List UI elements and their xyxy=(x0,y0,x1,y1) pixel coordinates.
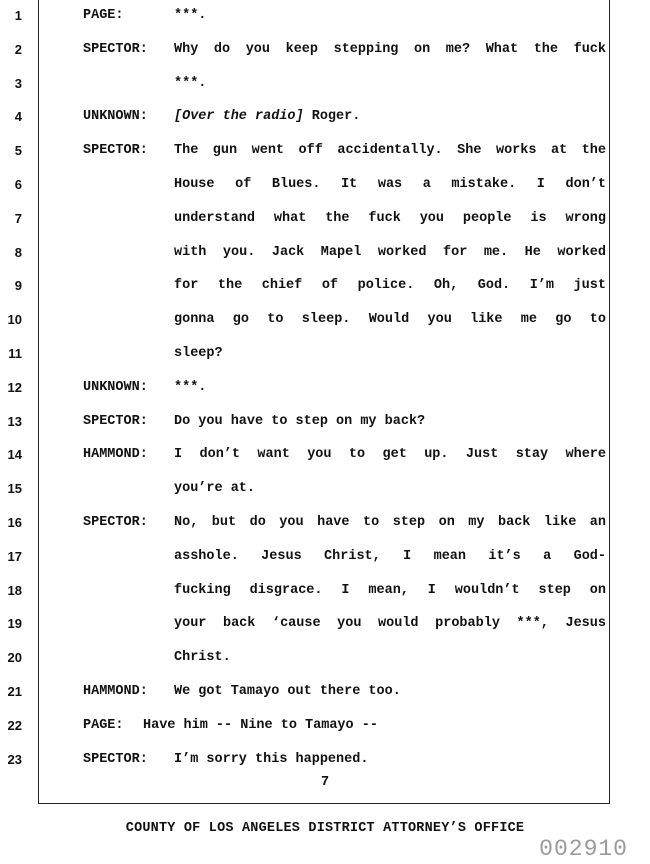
line-number: 17 xyxy=(7,549,22,564)
line-number: 6 xyxy=(14,177,22,192)
dialogue-text: Christ. xyxy=(174,650,231,665)
dialogue-text: No, but do you have to step on my back l… xyxy=(174,515,606,530)
speaker-label: SPECTOR: xyxy=(83,143,148,158)
speaker-label: PAGE: xyxy=(83,8,124,23)
dialogue-text: your back ‘cause you would probably ***,… xyxy=(174,616,606,631)
dialogue-text: fucking disgrace. I mean, I wouldn’t ste… xyxy=(174,583,606,598)
dialogue-text: I don’t want you to get up. Just stay wh… xyxy=(174,447,606,462)
page-number: 7 xyxy=(320,775,330,790)
line-number: 21 xyxy=(7,684,22,699)
line-number: 18 xyxy=(7,583,22,598)
line-number: 16 xyxy=(7,515,22,530)
dialogue-words: Roger. xyxy=(311,109,361,124)
speaker-label: SPECTOR: xyxy=(83,752,148,767)
line-number: 22 xyxy=(7,718,22,733)
footer-office: COUNTY OF LOS ANGELES DISTRICT ATTORNEY’… xyxy=(125,821,525,836)
line-number: 14 xyxy=(7,447,22,462)
stage-direction: [Over the radio] xyxy=(174,109,304,124)
line-number: 12 xyxy=(7,380,22,395)
dialogue-text: you’re at. xyxy=(174,481,256,496)
line-number: 1 xyxy=(14,8,22,23)
line-number: 23 xyxy=(7,752,22,767)
dialogue-text: The gun went off accidentally. She works… xyxy=(174,143,606,158)
dialogue-text: [Over the radio] Roger. xyxy=(174,109,360,125)
dialogue-text: House of Blues. It was a mistake. I don’… xyxy=(174,177,606,192)
bates-stamp: 002910 xyxy=(539,836,628,862)
speaker-label: PAGE: xyxy=(83,718,124,733)
line-number: 4 xyxy=(14,109,22,124)
line-number: 7 xyxy=(14,211,22,226)
line-number: 13 xyxy=(7,414,22,429)
line-number: 2 xyxy=(14,42,22,57)
line-number: 19 xyxy=(7,616,22,631)
line-number: 10 xyxy=(7,312,22,327)
line-number: 3 xyxy=(14,76,22,91)
speaker-label: SPECTOR: xyxy=(83,414,148,429)
dialogue-text: We got Tamayo out there too. xyxy=(174,684,401,699)
dialogue-text: Do you have to step on my back? xyxy=(174,414,426,429)
dialogue-text: sleep? xyxy=(174,346,223,361)
speaker-label: UNKNOWN: xyxy=(83,380,148,395)
dialogue-text: I’m sorry this happened. xyxy=(174,752,369,767)
speaker-label: UNKNOWN: xyxy=(83,109,148,124)
line-number: 15 xyxy=(7,481,22,496)
page-border xyxy=(38,0,610,804)
dialogue-text: asshole. Jesus Christ, I mean it’s a God… xyxy=(174,549,606,564)
line-number: 5 xyxy=(14,143,22,158)
dialogue-text: gonna go to sleep. Would you like me go … xyxy=(174,312,606,327)
dialogue-text: Why do you keep stepping on me? What the… xyxy=(174,42,606,57)
dialogue-text: understand what the fuck you people is w… xyxy=(174,211,606,226)
speaker-label: HAMMOND: xyxy=(83,684,148,699)
line-number: 9 xyxy=(14,278,22,293)
speaker-label: HAMMOND: xyxy=(83,447,148,462)
line-number: 11 xyxy=(8,346,22,361)
speaker-label: SPECTOR: xyxy=(83,42,148,57)
dialogue-text: ***. xyxy=(174,8,207,23)
dialogue-text: ***. xyxy=(174,380,207,395)
dialogue-text: with you. Jack Mapel worked for me. He w… xyxy=(174,245,606,260)
dialogue-text: ***. xyxy=(174,76,207,91)
speaker-label: SPECTOR: xyxy=(83,515,148,530)
dialogue-text: Have him -- Nine to Tamayo -- xyxy=(143,718,378,733)
line-number: 8 xyxy=(14,245,22,260)
dialogue-text: for the chief of police. Oh, God. I’m ju… xyxy=(174,278,606,293)
line-number: 20 xyxy=(7,650,22,665)
